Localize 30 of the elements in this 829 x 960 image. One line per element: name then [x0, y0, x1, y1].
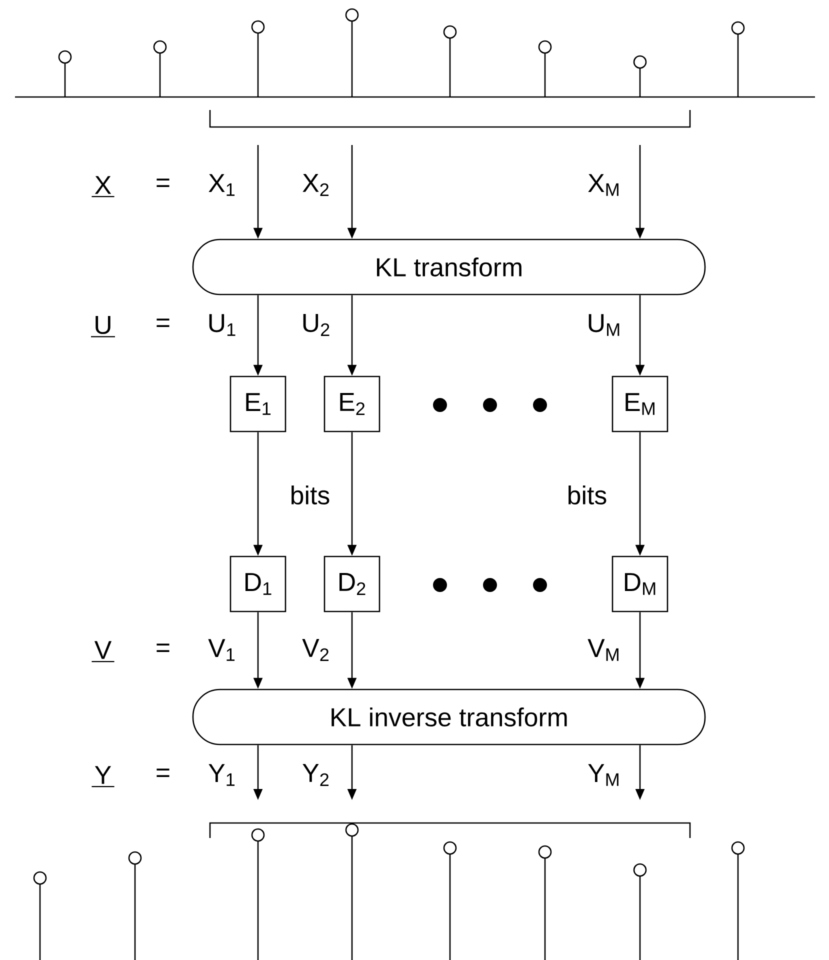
edge-label: X$_{2}$ — [301, 173, 331, 197]
variable-label: V — [92, 641, 114, 662]
edge-label: V$_{1}$ — [207, 638, 237, 662]
equals-sign: = — [156, 318, 170, 328]
process-box: E$_{2}$ — [324, 376, 380, 432]
edge-label: bits — [288, 484, 332, 506]
edge-label: U$_{M}$ — [586, 313, 622, 337]
variable-label: U — [91, 316, 115, 338]
transform-box: KL transform — [192, 238, 706, 296]
edge-label: Y$_{M}$ — [586, 763, 622, 787]
variable-label: Y — [92, 766, 114, 788]
equals-sign: = — [156, 178, 170, 188]
process-box: D$_{M}$ — [612, 556, 668, 612]
edge-label: U$_{2}$ — [300, 313, 332, 337]
transform-box: KL inverse transform — [192, 688, 706, 746]
edge-label: V$_{M}$ — [586, 638, 622, 662]
variable-label: X — [92, 176, 114, 198]
edge-label: Y$_{2}$ — [301, 763, 331, 787]
process-box: D$_{1}$ — [230, 556, 286, 612]
process-box: E$_{M}$ — [612, 376, 668, 432]
edge-label: Y$_{1}$ — [207, 763, 237, 787]
edge-label: X$_{M}$ — [586, 173, 622, 197]
edge-label: X$_{1}$ — [207, 173, 237, 197]
process-box: D$_{2}$ — [324, 556, 380, 612]
edge-label: V$_{2}$ — [301, 638, 331, 662]
equals-sign: = — [156, 644, 170, 652]
process-box: E$_{1}$ — [230, 376, 286, 432]
edge-label: U$_{1}$ — [206, 313, 238, 337]
equals-sign: = — [156, 768, 170, 777]
edge-label: bits — [566, 484, 608, 506]
